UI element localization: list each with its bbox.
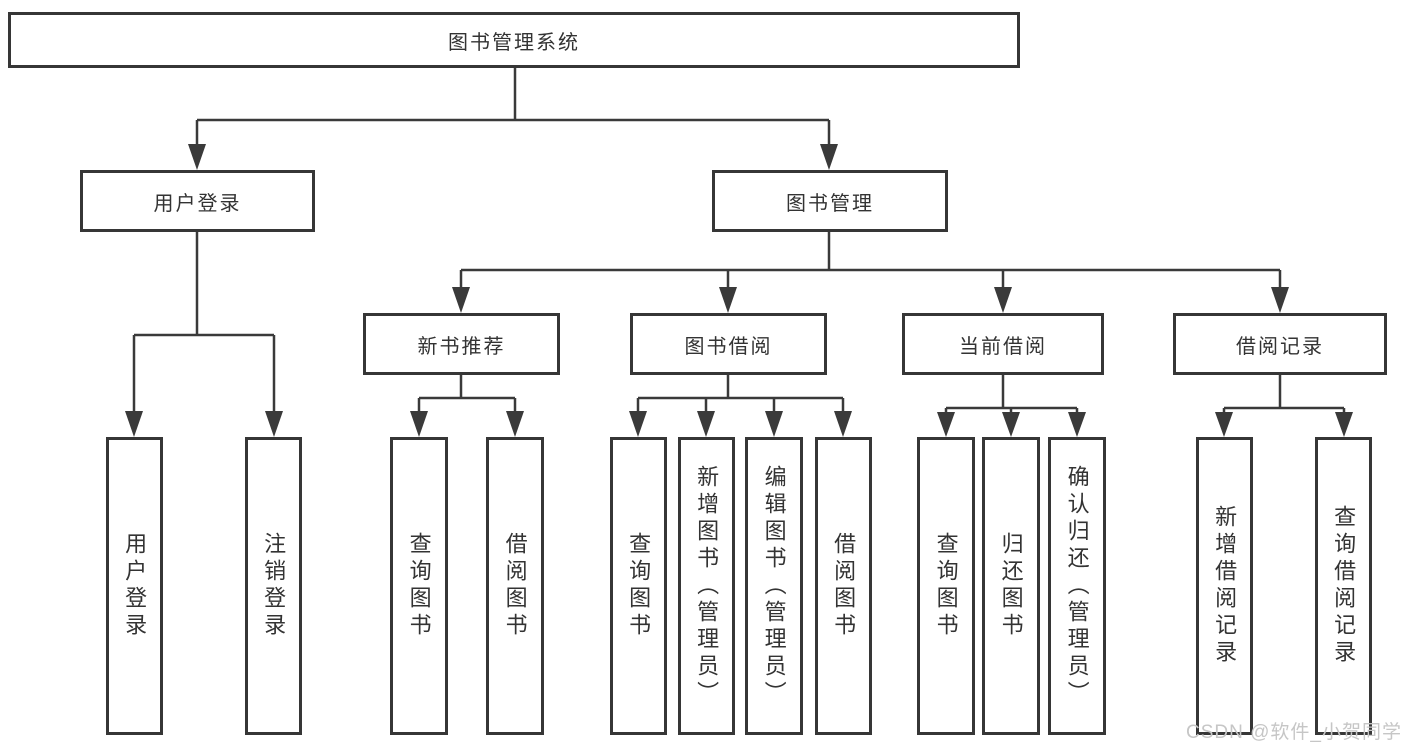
- leaf-recommend-query-books: 查询图书: [390, 437, 448, 735]
- leaf-add-books-admin-label: 新增图书（管理员）: [694, 464, 720, 708]
- node-root: 图书管理系统: [8, 12, 1020, 68]
- node-user-login-branch: 用户登录: [80, 170, 315, 232]
- leaf-return-books: 归还图书: [982, 437, 1040, 735]
- leaf-edit-books-admin-label: 编辑图书（管理员）: [761, 464, 787, 708]
- leaf-query-borrow-record-label: 查询借阅记录: [1331, 505, 1357, 667]
- leaf-add-borrow-record: 新增借阅记录: [1196, 437, 1253, 735]
- leaf-recommend-query-books-label: 查询图书: [406, 532, 432, 640]
- node-book-management-branch: 图书管理: [712, 170, 948, 232]
- leaf-return-books-label: 归还图书: [998, 532, 1024, 640]
- leaf-user-login-label: 用户登录: [122, 532, 148, 640]
- leaf-recommend-borrow-books: 借阅图书: [486, 437, 544, 735]
- node-book-borrow: 图书借阅: [630, 313, 827, 375]
- leaf-user-login: 用户登录: [106, 437, 163, 735]
- node-current-borrow: 当前借阅: [902, 313, 1104, 375]
- node-borrow-records: 借阅记录: [1173, 313, 1387, 375]
- leaf-recommend-borrow-books-label: 借阅图书: [502, 532, 528, 640]
- leaf-add-books-admin: 新增图书（管理员）: [678, 437, 735, 735]
- leaf-logout-label: 注销登录: [261, 532, 287, 640]
- leaf-current-query-books-label: 查询图书: [933, 532, 959, 640]
- leaf-borrow-books-label: 借阅图书: [831, 532, 857, 640]
- leaf-borrow-books: 借阅图书: [815, 437, 872, 735]
- leaf-query-borrow-record: 查询借阅记录: [1315, 437, 1372, 735]
- leaf-add-borrow-record-label: 新增借阅记录: [1212, 505, 1238, 667]
- leaf-logout: 注销登录: [245, 437, 302, 735]
- leaf-borrow-query-books: 查询图书: [610, 437, 667, 735]
- leaf-borrow-query-books-label: 查询图书: [626, 532, 652, 640]
- leaf-current-query-books: 查询图书: [917, 437, 975, 735]
- node-new-book-recommend: 新书推荐: [363, 313, 560, 375]
- leaf-confirm-return-admin: 确认归还（管理员）: [1048, 437, 1106, 735]
- csdn-watermark: CSDN @软件_小贺同学: [1186, 722, 1402, 743]
- leaf-confirm-return-admin-label: 确认归还（管理员）: [1064, 464, 1090, 708]
- leaf-edit-books-admin: 编辑图书（管理员）: [745, 437, 803, 735]
